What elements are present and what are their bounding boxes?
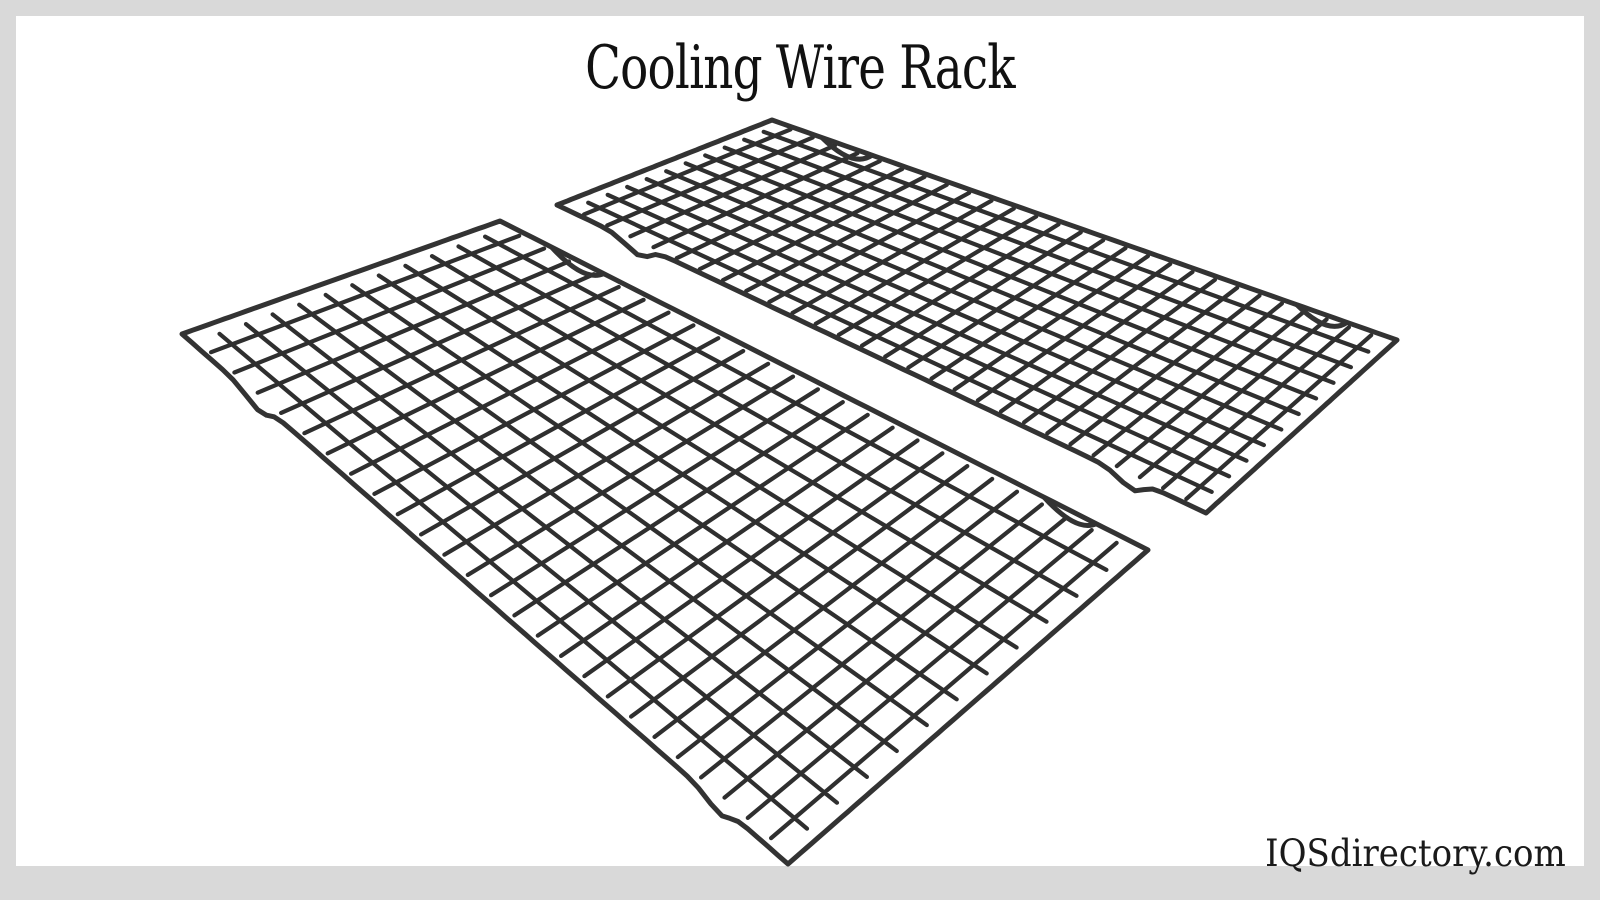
watermark-logo: IQSdirectory.com [1265, 832, 1566, 875]
rack-feet [549, 245, 1098, 528]
page-title: Cooling Wire Rack [585, 33, 1016, 103]
rack-outer-frame [554, 117, 1400, 516]
rack-feet [820, 135, 1349, 329]
rack-grid-wires [209, 233, 1119, 841]
back-cooling-rack [554, 117, 1400, 516]
front-cooling-rack [179, 218, 1151, 867]
rack-outer-frame [179, 218, 1151, 867]
rack-grid-wires [581, 127, 1374, 501]
